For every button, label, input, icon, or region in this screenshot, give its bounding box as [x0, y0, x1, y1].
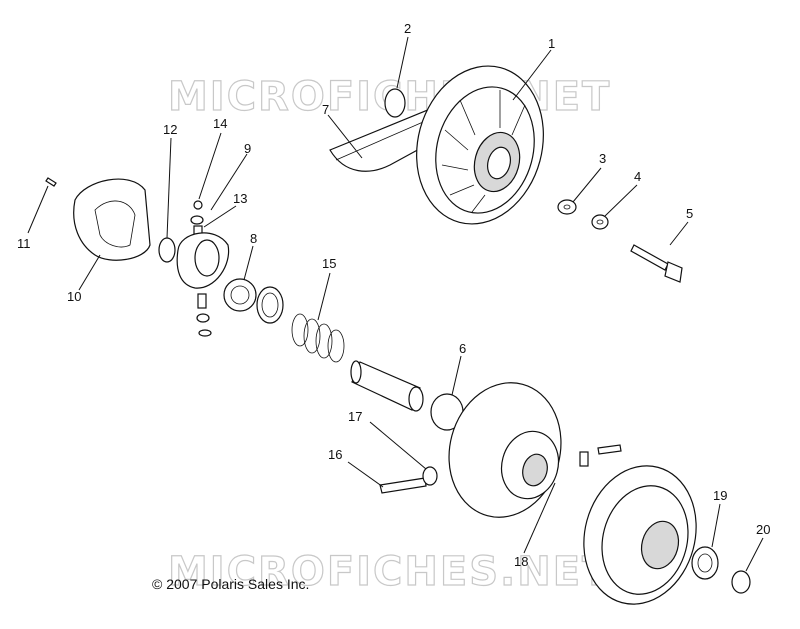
bolt-11: [45, 177, 57, 187]
shaft: [350, 360, 424, 412]
callout-14: 14: [213, 116, 227, 131]
bearing-19: [691, 546, 719, 580]
spring-15: [291, 313, 345, 363]
callout-6: 6: [459, 341, 466, 356]
callout-17: 17: [348, 409, 362, 424]
callout-11: 11: [17, 236, 31, 251]
callout-16: 16: [328, 447, 342, 462]
callout-12: 12: [163, 122, 177, 137]
callout-15: 15: [322, 256, 336, 271]
callout-20: 20: [756, 522, 770, 537]
callout-18: 18: [514, 554, 528, 569]
callout-8: 8: [250, 231, 257, 246]
roller-assembly: [176, 200, 230, 337]
callout-13: 13: [233, 191, 247, 206]
cover-plate-10: [73, 178, 151, 261]
ring-2: [384, 88, 406, 118]
callout-1: 1: [548, 36, 555, 51]
callout-2: 2: [404, 21, 411, 36]
callout-9: 9: [244, 141, 251, 156]
driven-clutch-sheave-lower: [448, 382, 562, 518]
outer-sheave-lower: [583, 465, 697, 605]
washer-3: [557, 199, 577, 215]
callout-5: 5: [686, 206, 693, 221]
callout-19: 19: [713, 488, 727, 503]
driven-clutch-sheave-upper: [416, 65, 544, 225]
snap-ring-20: [731, 570, 751, 594]
callout-7: 7: [322, 102, 329, 117]
washer-8: [223, 278, 257, 312]
watermark-bottom: MICROFICHES.NET: [168, 549, 611, 595]
bolt-5: [630, 244, 683, 283]
bolt-16: [379, 477, 427, 494]
ring-12: [158, 237, 176, 263]
callout-3: 3: [599, 151, 606, 166]
bushing-17: [422, 466, 438, 486]
callout-10: 10: [67, 289, 81, 304]
copyright-text: © 2007 Polaris Sales Inc.: [152, 576, 310, 592]
leader-lines: [27, 36, 764, 572]
callout-4: 4: [634, 169, 641, 184]
spacer-rings: [256, 286, 284, 324]
washer-4: [591, 214, 609, 230]
